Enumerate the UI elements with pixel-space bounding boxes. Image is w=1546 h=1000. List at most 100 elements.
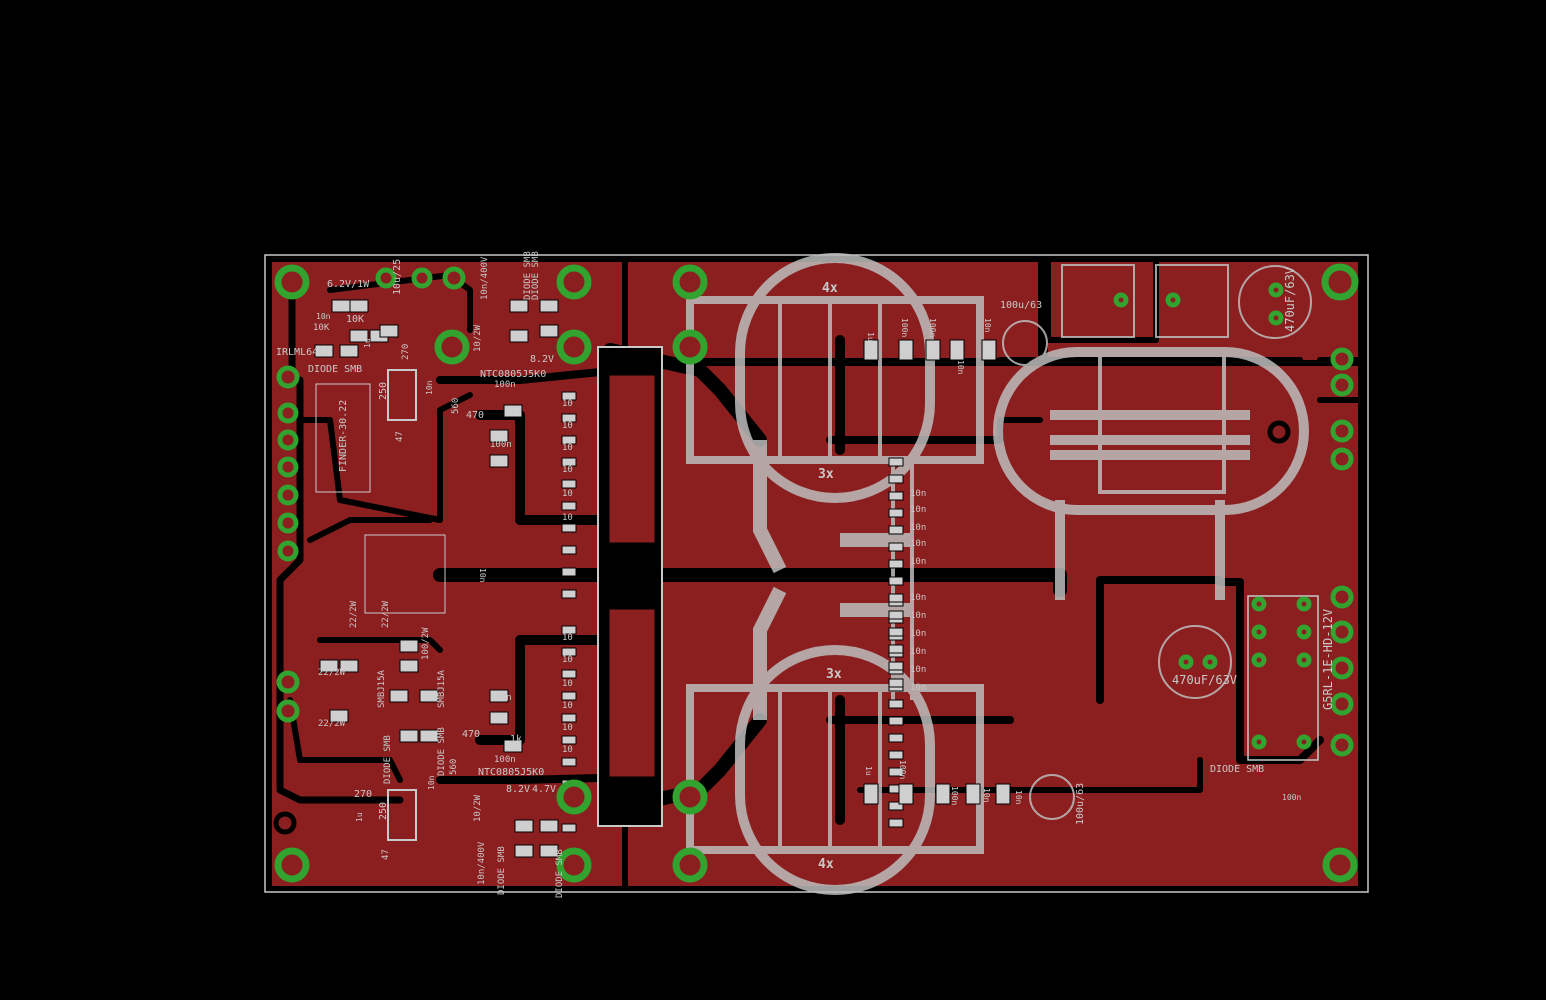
via: [277, 456, 299, 478]
smd-pad: [888, 559, 904, 569]
label-smbj-a: SMBJ15A: [377, 669, 387, 708]
smd-pad: [561, 435, 577, 445]
via: [1330, 585, 1354, 609]
smd-pad: [888, 457, 904, 467]
smd-pad: [561, 567, 577, 577]
smd-pad: [863, 339, 879, 361]
label-c10n: 10n: [910, 505, 926, 515]
label-r1k-top: 1k: [510, 406, 522, 417]
smd-pad: [399, 659, 419, 673]
label-c1u-bot: 1u: [355, 812, 364, 822]
smd-pad: [561, 479, 577, 489]
smd-pad: [888, 733, 904, 743]
label-diode-smb-b: DIODE SMB: [383, 735, 393, 784]
label-ntc-bot: NTC0805J5K0: [478, 767, 544, 778]
via: [276, 699, 300, 723]
smd-pad: [888, 627, 904, 637]
label-r270-bot: 270: [354, 789, 372, 800]
smd-pad: [539, 324, 559, 338]
label-r10: 10: [562, 745, 573, 755]
label-c1u-bot-r: 1u: [864, 766, 873, 776]
label-c100n-top: 100n: [494, 380, 516, 390]
via: [1330, 447, 1354, 471]
via: [1330, 347, 1354, 371]
label-r10: 10: [562, 513, 573, 523]
label-cap-10u25: 10u/25: [392, 259, 403, 295]
label-c10n-bot-r: 10n: [982, 788, 991, 803]
smd-pad: [339, 659, 359, 673]
label-r10: 10: [562, 399, 573, 409]
via: [277, 540, 299, 562]
smd-pad: [888, 767, 904, 777]
label-c10n: 10n: [910, 593, 926, 603]
label-finder: FINDER-30.22: [338, 400, 349, 472]
label-relay: G5RL-1E-HD-12V: [1321, 609, 1335, 710]
label-cap-10n400: 10n/400V: [480, 256, 490, 300]
label-r10-2w-top: 10/2W: [473, 324, 483, 352]
label-c1u-a: 1u: [363, 338, 372, 348]
smd-pad: [389, 689, 409, 703]
label-c10n: 10n: [910, 557, 926, 567]
label-r10: 10: [562, 679, 573, 689]
smd-pad: [379, 324, 399, 338]
via: [556, 329, 592, 365]
label-smbj-b: SMBJ15A: [437, 669, 447, 708]
smd-pad: [888, 491, 904, 501]
label-r560-top: 560: [451, 398, 461, 414]
smd-pad: [561, 391, 577, 401]
via: [274, 264, 310, 300]
via: [1202, 654, 1218, 670]
via: [1251, 734, 1267, 750]
label-4x-top: 4x: [822, 281, 838, 296]
smd-pad: [349, 299, 369, 313]
smd-pad: [349, 329, 369, 343]
label-r10: 10: [562, 465, 573, 475]
smd-pad: [489, 711, 509, 725]
smd-pad: [419, 689, 439, 703]
label-c100n-top-r2: 100n: [928, 318, 937, 337]
via: [1178, 654, 1194, 670]
smd-pad: [509, 329, 529, 343]
via: [1251, 652, 1267, 668]
via: [277, 429, 299, 451]
smd-pad: [561, 457, 577, 467]
silk-text: 6.2V/1W 10u/25 10K 10K 10n IRLML6401 DIO…: [276, 251, 1335, 898]
label-c100n-bot: 100n: [494, 755, 516, 765]
smd-pad: [514, 819, 534, 833]
smd-pad: [561, 713, 577, 723]
silkscreen-shapes: [686, 253, 1312, 895]
label-c100n-relay: 100n: [1282, 793, 1301, 802]
smd-pad: [995, 783, 1011, 805]
smd-pad: [898, 783, 914, 805]
label-diode-smb-bot: DIODE SMB: [497, 846, 507, 895]
label-cap-470-top: 470uF/63V: [1283, 267, 1297, 332]
label-r47-bot: 47: [381, 849, 391, 860]
via: [672, 264, 708, 300]
via: [1251, 624, 1267, 640]
label-c10n-mid: 10n: [478, 568, 487, 583]
smd-pad: [561, 669, 577, 679]
label-r22-2w-b: 22/2W: [381, 600, 391, 628]
smd-pad: [888, 576, 904, 586]
via: [276, 365, 300, 389]
smd-pads: [314, 299, 1011, 858]
label-z8v2-bot: 8.2V: [506, 784, 530, 795]
label-3x-bot: 3x: [826, 667, 842, 682]
label-c10n: 10n: [910, 611, 926, 621]
smd-pad: [561, 589, 577, 599]
smd-pad: [561, 545, 577, 555]
label-c100n-top-r: 100n: [900, 318, 909, 337]
label-4x-bot: 4x: [818, 857, 834, 872]
label-z4v7-bot: 4.7V: [532, 784, 556, 795]
silk-text-repeated: 10101010101010101010101010n10n10n10n10n1…: [562, 399, 926, 755]
via: [1296, 652, 1312, 668]
via: [1251, 596, 1267, 612]
smd-pad: [399, 729, 419, 743]
label-diode-smb-bot2: DIODE SMB: [555, 849, 565, 898]
label-diode-smb-top: DIODE SMB: [523, 251, 533, 300]
label-c10n-bot-r2: 10n: [1014, 790, 1023, 805]
label-r1k-bot: 1k: [510, 734, 522, 745]
label-r270-a: 270: [401, 344, 411, 360]
via: [277, 512, 299, 534]
label-diode-smb-top2: DIODE SMB: [531, 251, 541, 300]
